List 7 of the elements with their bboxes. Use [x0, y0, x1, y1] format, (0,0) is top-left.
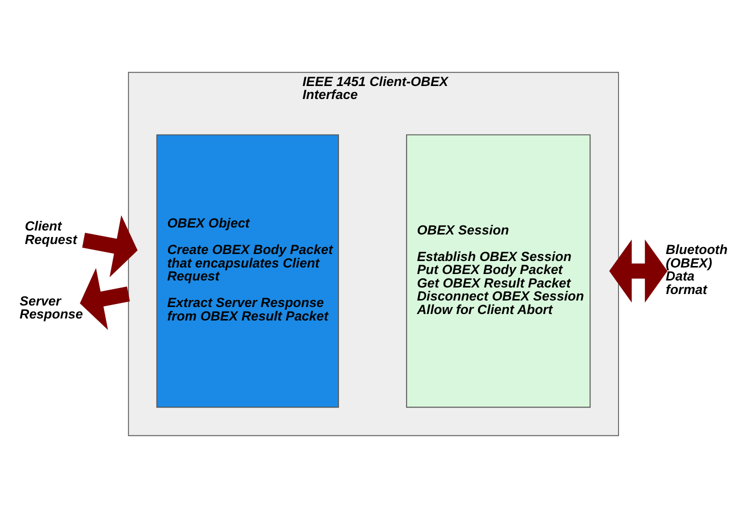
arrow — [82, 214, 138, 277]
arrow — [609, 238, 668, 302]
node-box: OBEX Object Create OBEX Body Packet that encapsulates Client Request Extract Server Response from OBEX Result Packet — [156, 134, 339, 408]
node-box: OBEX Session Establish OBEX Session Put OBEX Body Packet Get OBEX Result Packet Disconnect OBEX Session Allow for Client Abort — [406, 134, 591, 408]
node-text: Bluetooth (OBEX) Data format — [666, 242, 728, 296]
node-text: Client Request — [24, 218, 78, 246]
node-text: Server Response — [20, 292, 83, 322]
